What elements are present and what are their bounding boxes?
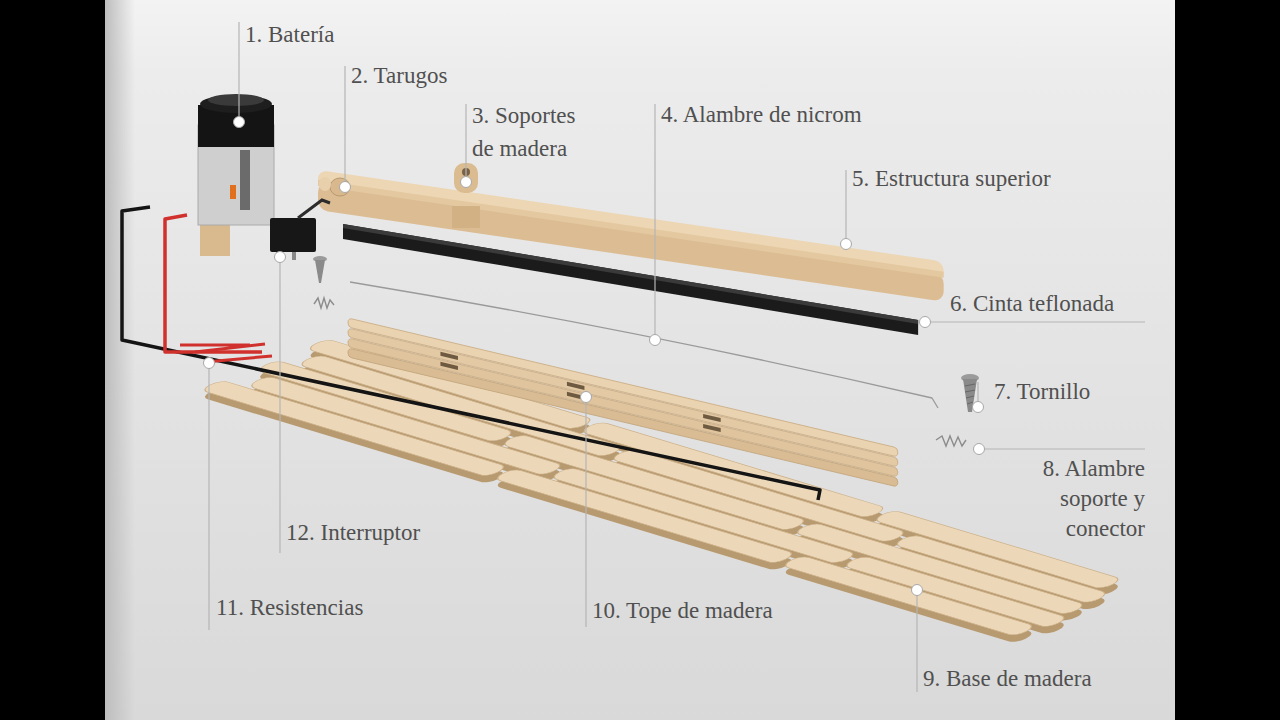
wood-base: [200, 334, 1137, 646]
part-label: 10. Tope de madera: [592, 596, 773, 626]
part-label: 6. Cinta teflonada: [950, 289, 1114, 319]
part-label: 5. Estructura superior: [852, 164, 1051, 194]
part-label: 11. Resistencias: [216, 593, 363, 623]
screw: [313, 256, 979, 412]
nichrome-wire: [350, 282, 938, 408]
part-label: 9. Base de madera: [923, 664, 1092, 694]
part-label: 2. Tarugos: [351, 61, 447, 91]
background-shade: [105, 0, 135, 720]
top-structure: [318, 170, 944, 302]
part-label: 1. Batería: [245, 20, 334, 50]
battery: [198, 94, 274, 256]
part-label: 3. Soportes de madera: [472, 99, 600, 165]
switch: [270, 200, 330, 260]
leader-lines: [209, 22, 1145, 692]
part-label: 7. Tornillo: [994, 377, 1090, 407]
spring: [314, 298, 966, 446]
wood-stop: [348, 318, 898, 487]
part-label: 4. Alambre de nicrom: [661, 100, 862, 130]
part-label: 8. Alambre soporte y conector: [1013, 454, 1145, 544]
background: [105, 0, 1175, 720]
part-label: 12. Interruptor: [286, 518, 420, 548]
